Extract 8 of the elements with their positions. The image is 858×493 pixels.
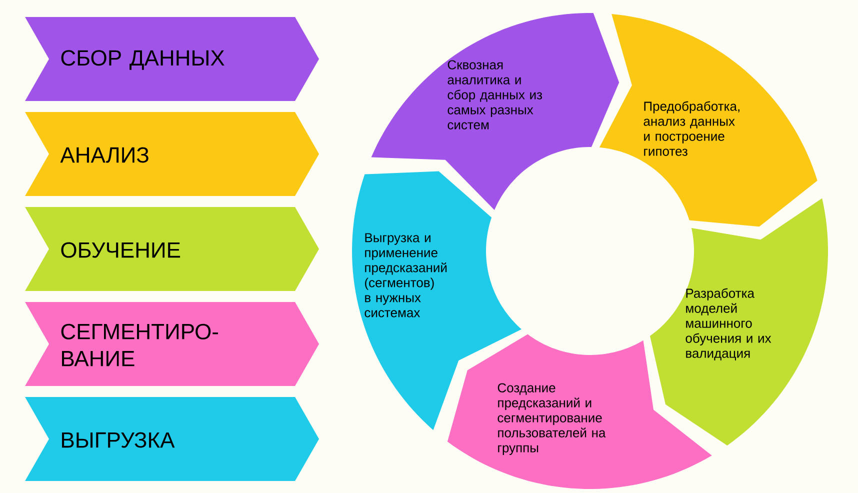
cycle-segment: Предобработка, анализ данных и построение гипотез (599, 14, 818, 227)
chevron-box: СБОР ДАННЫХ (25, 17, 319, 101)
cycle-segment: Разработка моделей машинного обучения и их валидация (650, 198, 828, 446)
chevron-box: СЕГМЕНТИРО- ВАНИЕ (25, 302, 319, 386)
chevron-box: ОБУЧЕНИЕ (25, 207, 319, 291)
chevron-box: ВЫГРУЗКА (25, 397, 319, 481)
chevron-box: АНАЛИЗ (25, 112, 319, 196)
cycle-segment: Сквозная аналитика и сбор данных из самых разных систем (371, 13, 620, 210)
